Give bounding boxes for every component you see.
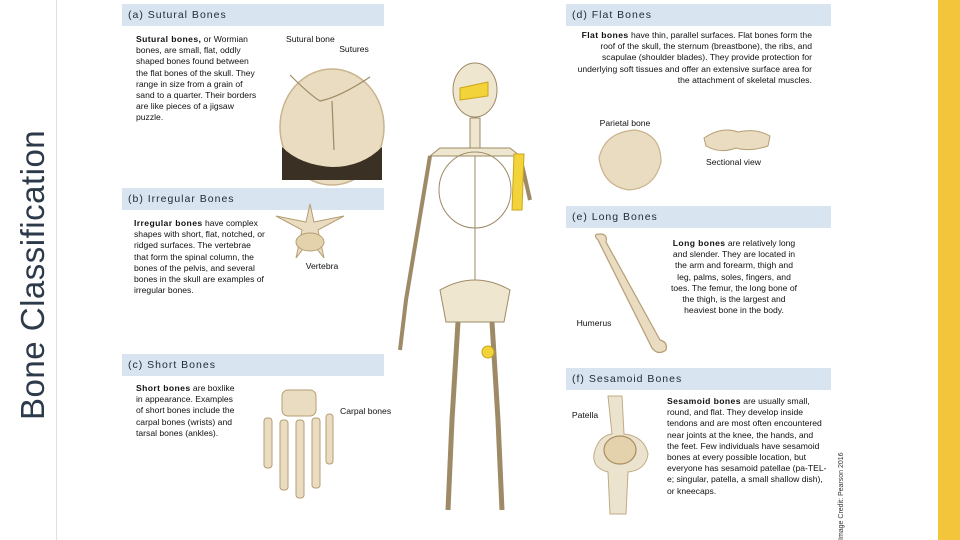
parietal-bone-illustration	[598, 129, 662, 191]
long-description: Long bones are relatively long and slend…	[668, 238, 800, 316]
patella-label: Patella	[571, 410, 599, 420]
irregular-description: Irregular bones have complex shapes with…	[134, 218, 266, 296]
sesamoid-heading: (f) Sesamoid Bones	[566, 368, 831, 390]
sutural-term: Sutural bones,	[136, 34, 202, 44]
sesamoid-term: Sesamoid bones	[667, 396, 741, 406]
short-term: Short bones	[136, 383, 191, 393]
humerus-illustration	[594, 233, 667, 354]
sutural-bone-label: Sutural bone	[286, 34, 335, 44]
sutural-text: or Wormian bones, are small, flat, oddly…	[136, 34, 257, 123]
flat-heading: (d) Flat Bones	[566, 4, 831, 26]
short-heading: (c) Short Bones	[122, 354, 384, 376]
long-term: Long bones	[672, 238, 726, 248]
skull-top-illustration	[279, 68, 385, 186]
long-text: are relatively long and slender. They ar…	[671, 238, 797, 316]
parietal-bone-label: Parietal bone	[599, 118, 651, 128]
irregular-heading: (b) Irregular Bones	[122, 188, 384, 210]
sutural-heading: (a) Sutural Bones	[122, 4, 384, 26]
irregular-text: have complex shapes with short, flat, no…	[134, 218, 265, 296]
flat-description: Flat bones have thin, parallel surfaces.…	[572, 30, 812, 86]
long-heading: (e) Long Bones	[566, 206, 831, 228]
sectional-view-illustration	[703, 129, 771, 152]
carpal-bones-label: Carpal bones	[340, 406, 392, 416]
sesamoid-description: Sesamoid bones are usually small, round,…	[667, 396, 827, 497]
accent-bar	[938, 0, 960, 540]
hand-carpal-illustration	[263, 389, 334, 499]
humerus-label: Humerus	[576, 318, 612, 328]
vertebra-label: Vertebra	[305, 261, 339, 271]
flat-term: Flat bones	[581, 30, 629, 40]
knee-patella-illustration	[593, 395, 649, 515]
sectional-view-label: Sectional view	[706, 157, 761, 167]
sesamoid-text: are usually small, round, and flat. They…	[667, 396, 827, 496]
irregular-term: Irregular bones	[134, 218, 203, 228]
sutures-label: Sutures	[339, 44, 369, 54]
flat-text: have thin, parallel surfaces. Flat bones…	[577, 30, 812, 85]
slide-title: Bone Classification	[14, 129, 51, 420]
short-text: are boxlike in appearance. Examples of s…	[136, 383, 235, 438]
vertebra-illustration	[275, 203, 345, 259]
sutural-description: Sutural bones, or Wormian bones, are sma…	[136, 34, 262, 124]
skeleton-illustration	[398, 62, 532, 511]
image-credit: Image Credit: Pearson 2016	[838, 452, 845, 540]
left-divider	[56, 0, 57, 540]
short-description: Short bones are boxlike in appearance. E…	[136, 383, 242, 439]
